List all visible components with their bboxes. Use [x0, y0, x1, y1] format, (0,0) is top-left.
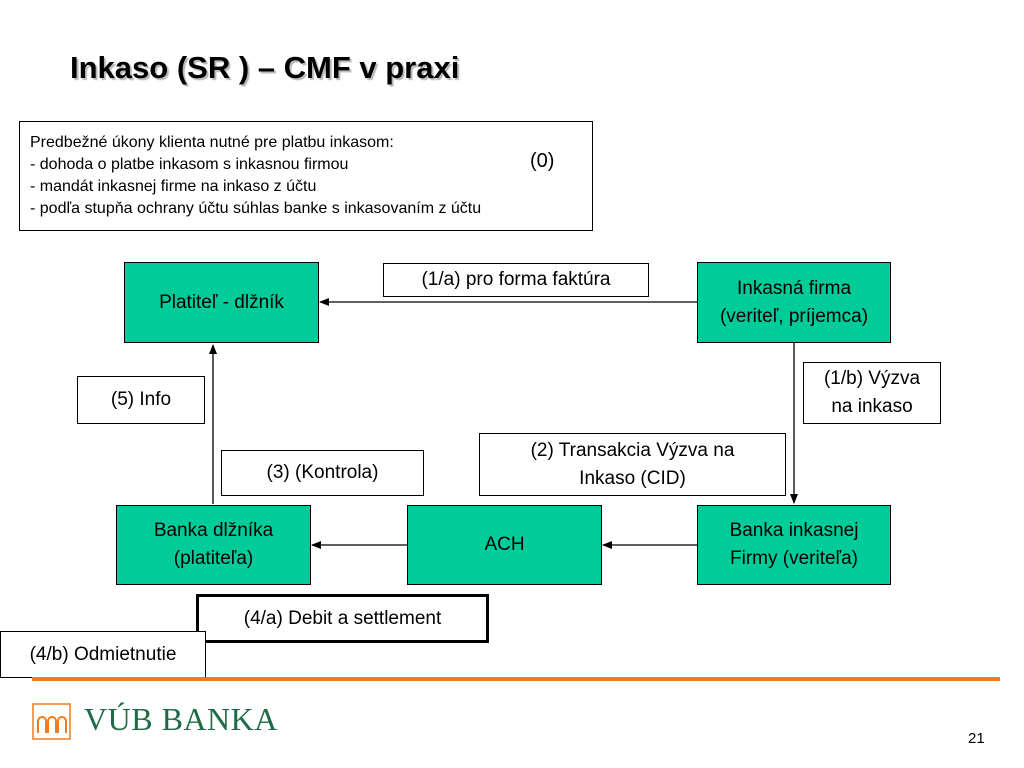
node-payer: Platiteľ - dlžník [124, 262, 319, 343]
note-line: - mandát inkasnej firme na inkaso z účtu [30, 178, 317, 195]
vub-arches-icon [32, 703, 71, 740]
node-ach: ACH [407, 505, 602, 585]
slide-title: Inkaso (SR ) – CMF v praxi [70, 50, 460, 85]
label-info: (5) Info [77, 376, 205, 424]
node-payer-bank: Banka dlžníka (platiteľa) [116, 505, 311, 585]
step-0-label: (0) [530, 150, 555, 172]
page-number: 21 [968, 730, 985, 747]
footer-divider [32, 677, 1000, 681]
label-debit-settlement: (4/a) Debit a settlement [196, 594, 489, 643]
node-collector-bank: Banka inkasnej Firmy (veriteľa) [697, 505, 891, 585]
prerequisites-note: Predbežné úkony klienta nutné pre platbu… [19, 121, 593, 231]
note-line: Predbežné úkony klienta nutné pre platbu… [30, 134, 394, 151]
note-line: - dohoda o platbe inkasom s inkasnou fir… [30, 156, 349, 173]
brand-name: VÚB BANKA [84, 701, 278, 737]
label-transakcia: (2) Transakcia Výzva na Inkaso (CID) [479, 433, 786, 496]
node-collector: Inkasná firma (veriteľ, príjemca) [697, 262, 891, 343]
label-odmietnutie: (4/b) Odmietnutie [0, 631, 206, 678]
label-vyzva: (1/b) Výzva na inkaso [803, 362, 941, 424]
label-proforma: (1/a) pro forma faktúra [383, 263, 649, 297]
label-kontrola: (3) (Kontrola) [221, 450, 424, 496]
note-line: - podľa stupňa ochrany účtu súhlas banke… [30, 200, 482, 217]
